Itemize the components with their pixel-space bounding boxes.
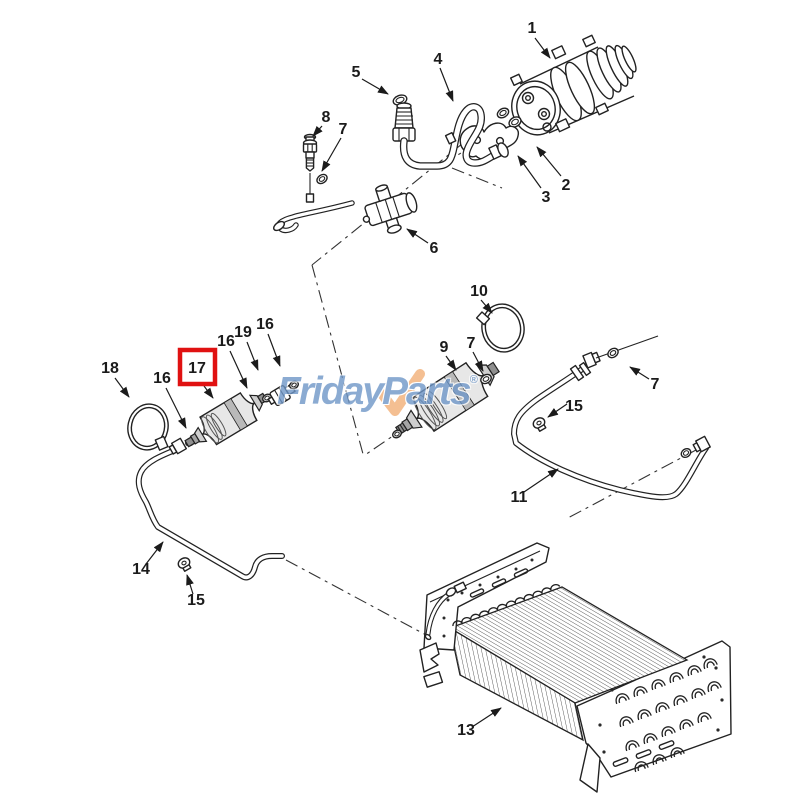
clip-15b-drawing — [532, 417, 547, 432]
pipe-14-drawing — [135, 437, 285, 581]
pipe-11-drawing — [511, 335, 711, 501]
callout-11: 11 — [511, 489, 528, 506]
receiver-drier-17-drawing — [184, 391, 268, 448]
clamp-18-drawing — [127, 403, 169, 451]
callout-3: 3 — [542, 189, 551, 206]
o-ring-7a-drawing — [316, 173, 328, 185]
fitting-8-drawing — [302, 133, 318, 203]
callout-13: 13 — [457, 722, 475, 739]
logo-check-icon — [377, 369, 425, 416]
clip-15a-drawing — [177, 557, 192, 572]
callout-15-b: 15 — [565, 398, 583, 415]
callout-8: 8 — [322, 109, 331, 126]
o-ring-pipe11-end-drawing — [680, 447, 692, 459]
callout-18: 18 — [101, 360, 119, 377]
o-ring-drier9-port-drawing — [392, 429, 402, 439]
callout-17: 17 — [188, 360, 206, 377]
callout-7-a: 7 — [339, 121, 348, 138]
callout-1: 1 — [528, 20, 537, 37]
callout-16-c: 16 — [256, 316, 274, 333]
o-ring-7b-drawing — [480, 373, 492, 385]
clamp-10-drawing — [475, 303, 525, 353]
callout-7-c: 7 — [651, 376, 660, 393]
callout-16-b: 16 — [217, 333, 235, 350]
callout-6: 6 — [430, 240, 439, 257]
condenser-13-drawing — [419, 542, 732, 793]
fridayparts-watermark: Friday Parts ® — [277, 369, 478, 416]
fitting-19-drawing — [267, 383, 296, 407]
callout-5: 5 — [352, 64, 361, 81]
hose-4-drawing — [392, 102, 509, 170]
logo-text-friday: Friday — [277, 370, 384, 413]
callout-9: 9 — [440, 339, 449, 356]
logo-registered-mark: ® — [469, 374, 478, 386]
callout-2: 2 — [562, 177, 571, 194]
manifold-6-drawing — [272, 184, 418, 234]
callout-19: 19 — [234, 324, 252, 341]
highlight-box-part-17 — [177, 347, 218, 387]
logo-text-parts: Parts — [382, 370, 472, 413]
o-ring-7c-drawing — [607, 347, 619, 359]
callout-leaders — [114, 37, 650, 728]
callout-16-a: 16 — [153, 370, 171, 387]
compressor-drawing — [509, 34, 637, 136]
callout-7-b: 7 — [467, 335, 476, 352]
callout-labels: 1 2 3 4 5 6 7 7 7 8 9 10 11 13 14 15 15 … — [101, 20, 659, 739]
callout-10: 10 — [470, 283, 488, 300]
o-ring-16c-drawing — [289, 380, 299, 390]
o-rings-2-drawing — [496, 107, 522, 128]
callout-15-a: 15 — [187, 592, 205, 609]
callout-4: 4 — [434, 51, 443, 68]
callout-14: 14 — [132, 561, 150, 578]
